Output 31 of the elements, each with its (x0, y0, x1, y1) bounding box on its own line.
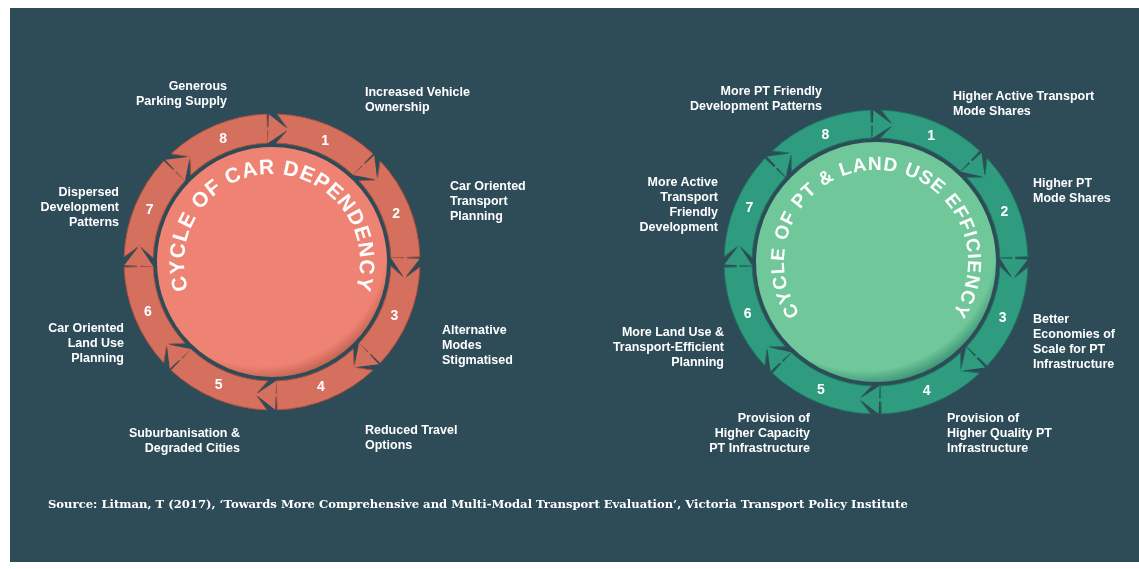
arrow (266, 114, 289, 144)
arrow (959, 346, 986, 372)
source-caption: Source: Litman, T (2017), ‘Towards More Comprehensive and Multi-Modal Transport Evaluation’, Victoria Transport Policy Institute (48, 497, 908, 511)
cycle-segment: 5 (170, 348, 269, 411)
step-label: Better Economies of Scale for PT Infrastructure (1033, 312, 1116, 372)
cycle-segment: 4 (275, 348, 374, 411)
step-label: Car Oriented Land Use Planning (47, 321, 124, 366)
arrow (766, 152, 793, 178)
arrow (165, 155, 191, 181)
step-label: More Land Use & Transport-Efficient Planning (611, 325, 724, 370)
arrow (353, 343, 379, 369)
step-label: Generous Parking Supply (135, 79, 227, 109)
arrow (766, 345, 792, 372)
arrow (999, 255, 1028, 279)
arrow (353, 155, 379, 181)
step-label: More Active Transport Friendly Development (638, 175, 718, 235)
arrow (390, 256, 420, 279)
step-label: Increased Vehicle Ownership (365, 85, 471, 115)
step-label: Higher PT Mode Shares (1033, 176, 1112, 206)
arrow (869, 110, 893, 139)
arrow (859, 385, 883, 414)
step-label: Dispersed Development Patterns (39, 185, 119, 230)
step-label: Alternative Modes Stigmatised (442, 323, 514, 368)
step-label: Reduced Travel Options (365, 423, 459, 453)
arrow (960, 152, 986, 179)
arrow (165, 343, 191, 369)
arrow (255, 380, 278, 410)
step-label: Suburbanisation & Degraded Cities (127, 426, 240, 456)
arrow (724, 245, 753, 269)
arrow (124, 245, 154, 268)
step-label: Car Oriented Transport Planning (450, 179, 527, 224)
